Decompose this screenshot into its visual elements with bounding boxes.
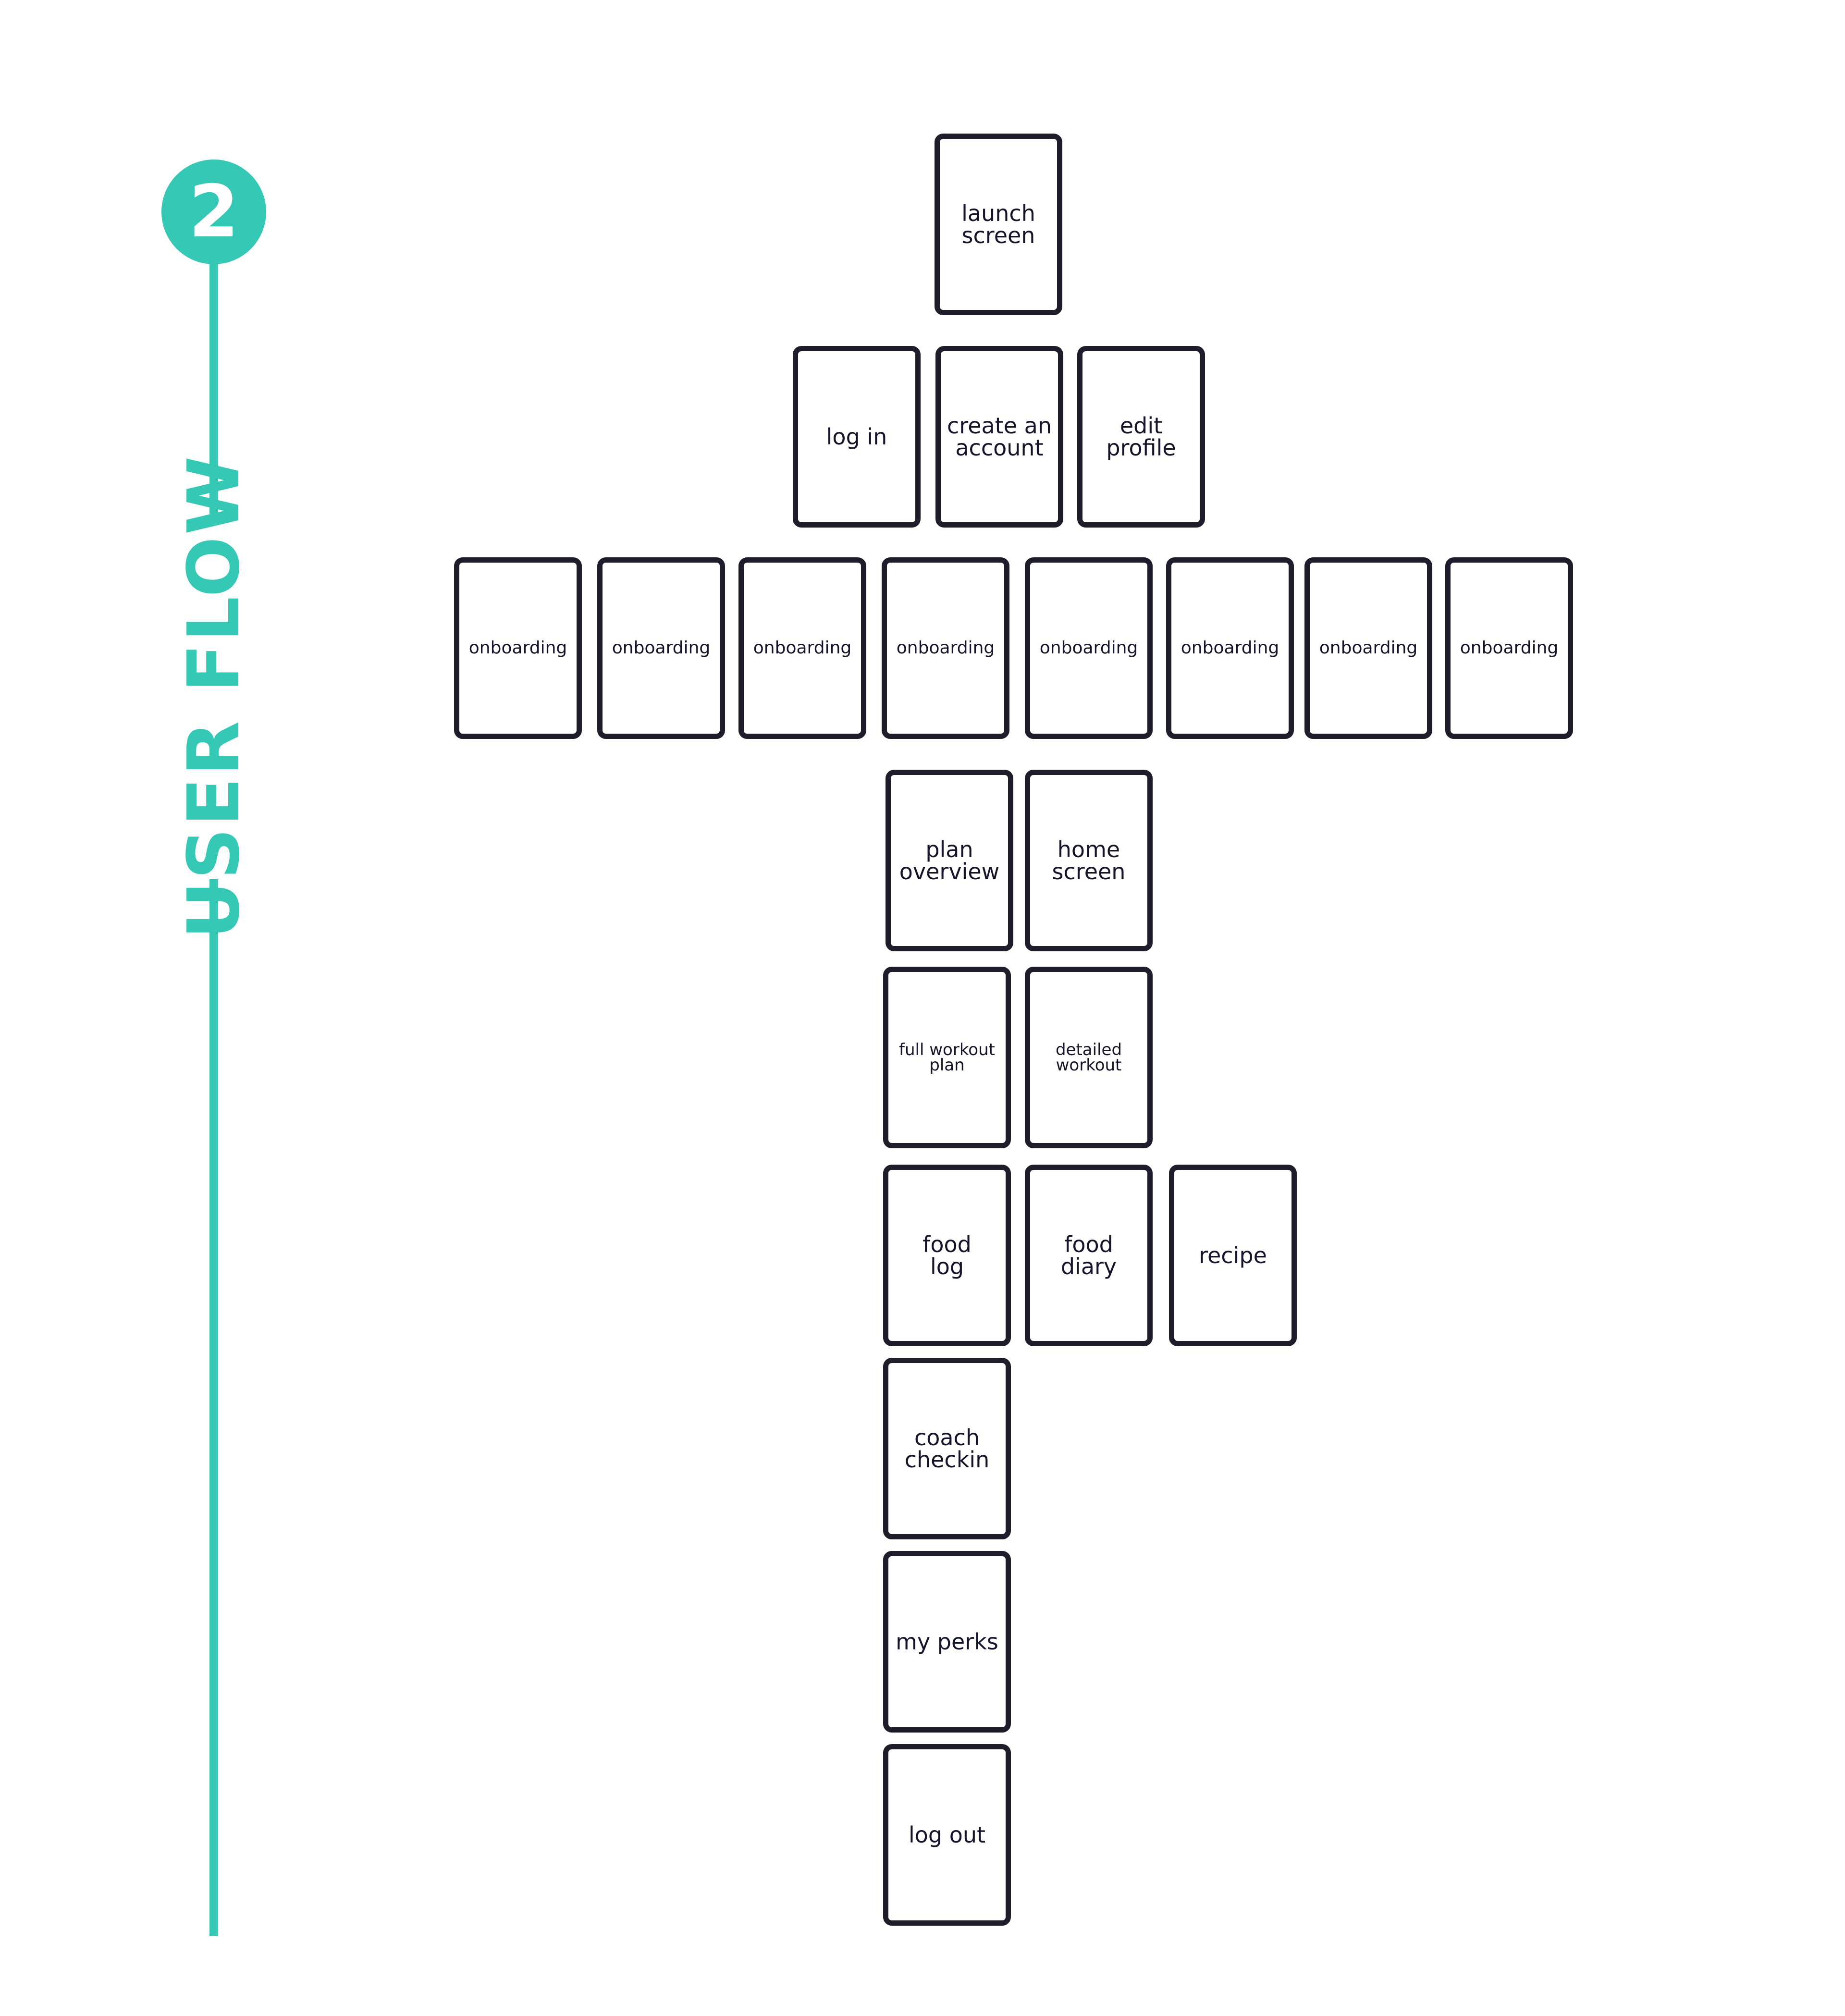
screen-label: recipe xyxy=(1199,1242,1267,1268)
screen-label: coach checkin xyxy=(904,1425,990,1473)
section-line-bottom xyxy=(209,879,218,1936)
screen-onboarding-1: onboarding xyxy=(454,557,582,739)
screen-detailed-workout: detailed workout xyxy=(1025,967,1153,1148)
section-number: 2 xyxy=(188,170,239,254)
screen-label: launch screen xyxy=(961,200,1035,248)
screen-label: onboarding xyxy=(896,638,995,658)
screen-label: onboarding xyxy=(468,638,567,658)
screen-onboarding-2: onboarding xyxy=(597,557,725,739)
screen-my-perks: my perks xyxy=(883,1551,1011,1733)
section-title: USER FLOW xyxy=(172,454,255,939)
screen-label: food diary xyxy=(1060,1231,1117,1279)
screen-onboarding-6: onboarding xyxy=(1166,557,1294,739)
screen-label: plan overview xyxy=(899,836,1000,885)
screen-onboarding-8: onboarding xyxy=(1445,557,1573,739)
screen-label: onboarding xyxy=(1039,638,1138,658)
screen-label: home screen xyxy=(1052,836,1126,885)
screen-recipe: recipe xyxy=(1169,1165,1297,1346)
screen-label: log out xyxy=(908,1822,986,1848)
section-number-badge: 2 xyxy=(161,160,266,264)
screen-label: onboarding xyxy=(1319,638,1418,658)
screen-plan-overview: plan overview xyxy=(886,770,1013,951)
screen-food-diary: food diary xyxy=(1025,1165,1153,1346)
screen-create-account: create an account xyxy=(935,346,1063,528)
section-line-top xyxy=(209,259,218,514)
screen-launch: launch screen xyxy=(935,134,1062,315)
screen-onboarding-5: onboarding xyxy=(1025,557,1153,739)
screen-label: full workout plan xyxy=(899,1040,995,1075)
screen-label: food log xyxy=(922,1231,972,1279)
screen-onboarding-3: onboarding xyxy=(738,557,866,739)
screen-food-log: food log xyxy=(883,1165,1011,1346)
screen-full-workout-plan: full workout plan xyxy=(883,967,1011,1148)
screen-home: home screen xyxy=(1025,770,1153,951)
screen-label: detailed workout xyxy=(1055,1040,1122,1075)
screen-label: onboarding xyxy=(1181,638,1279,658)
screen-log-in: log in xyxy=(793,346,921,528)
screen-log-out: log out xyxy=(883,1744,1011,1926)
screen-label: create an account xyxy=(947,413,1052,461)
screen-onboarding-4: onboarding xyxy=(882,557,1009,739)
screen-edit-profile: edit profile xyxy=(1077,346,1205,528)
screen-label: my perks xyxy=(896,1629,998,1655)
screen-label: edit profile xyxy=(1106,413,1176,461)
screen-label: onboarding xyxy=(612,638,711,658)
screen-label: log in xyxy=(826,424,887,450)
screen-onboarding-7: onboarding xyxy=(1304,557,1432,739)
screen-coach-checkin: coach checkin xyxy=(883,1358,1011,1539)
screen-label: onboarding xyxy=(753,638,852,658)
screen-label: onboarding xyxy=(1460,638,1559,658)
